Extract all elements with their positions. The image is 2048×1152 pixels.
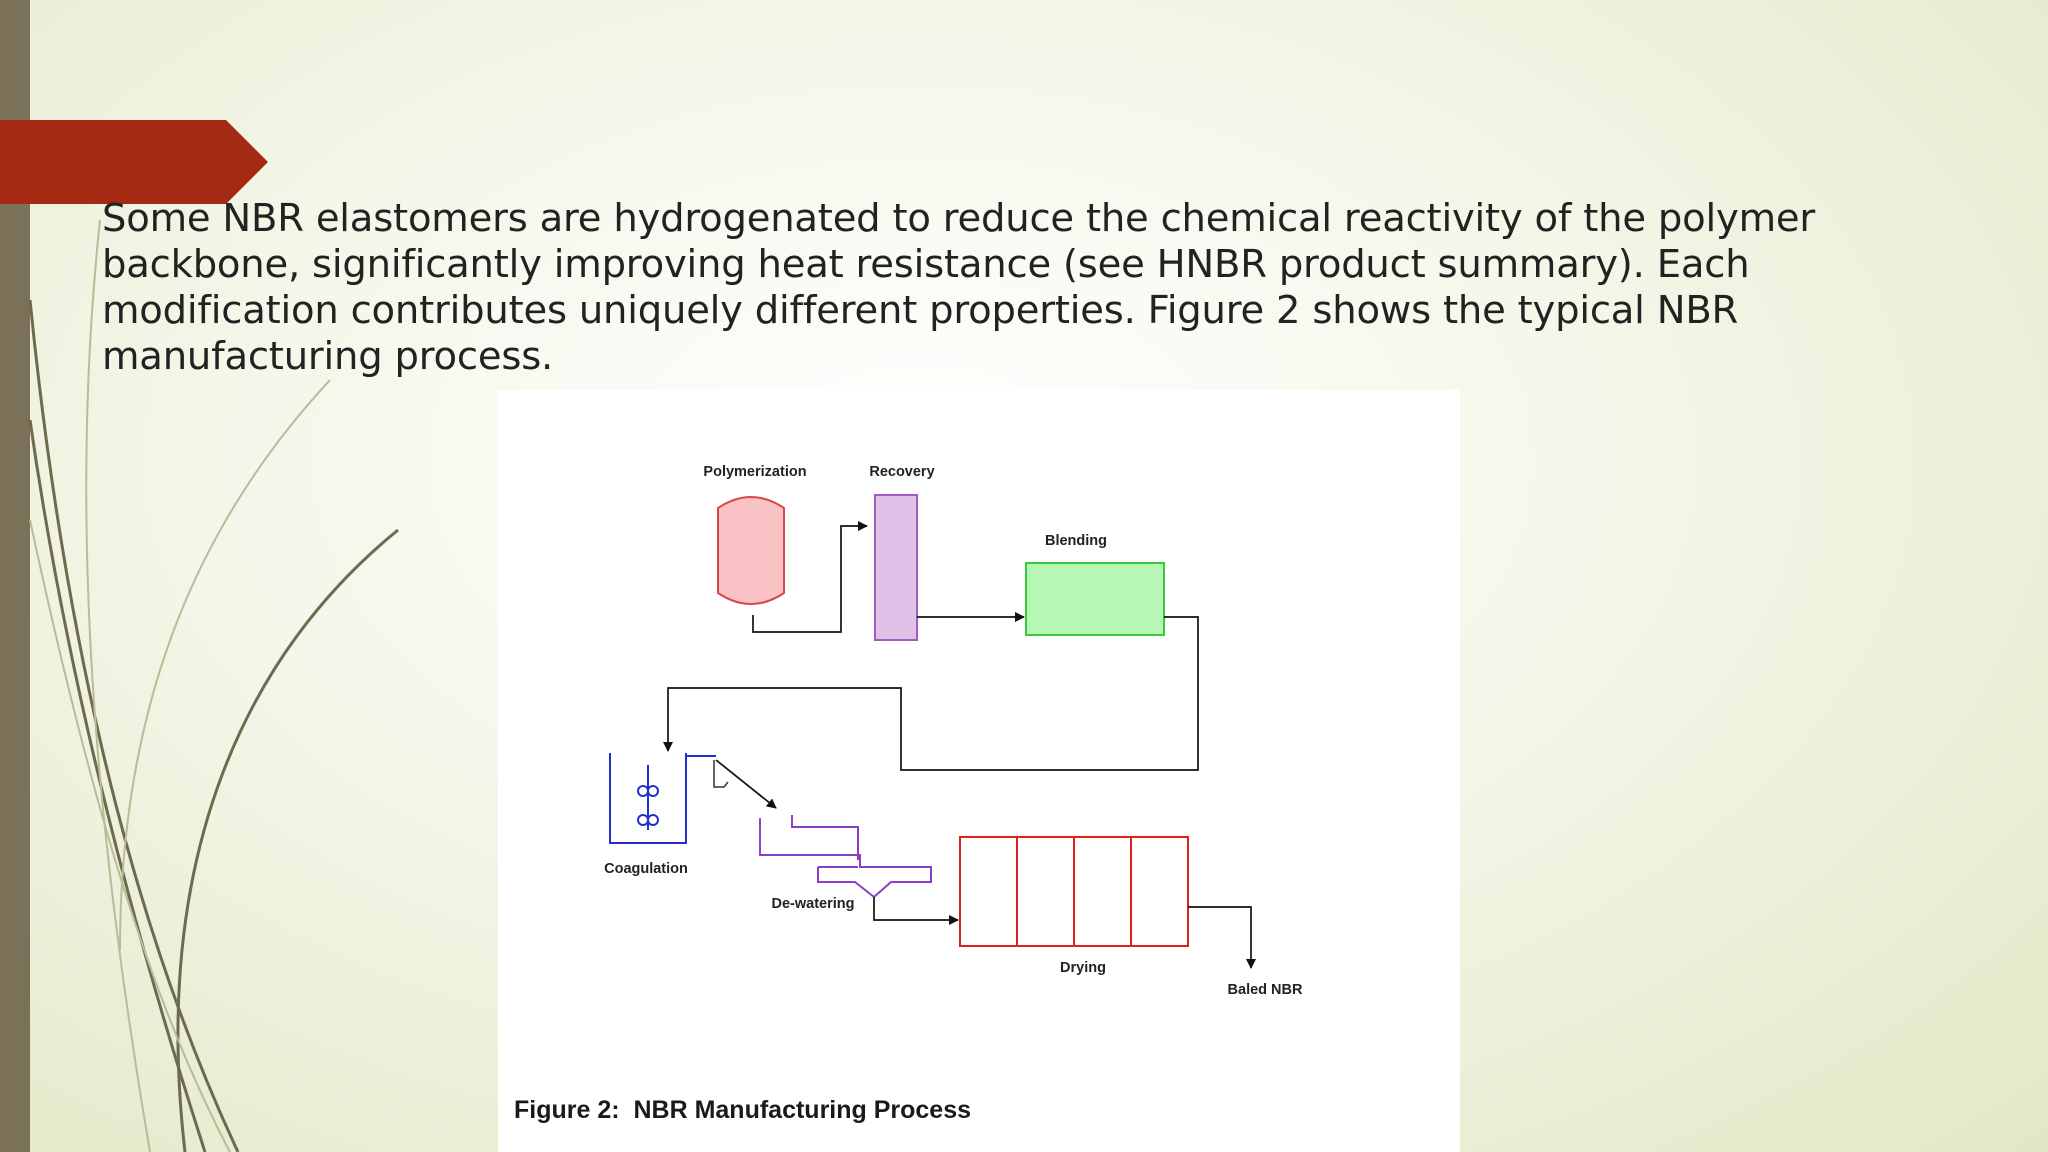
figure-caption: Figure 2: NBR Manufacturing Process — [514, 1096, 972, 1124]
flow-polymerization-to-recovery — [752, 521, 868, 633]
polymerization-reactor — [717, 496, 785, 605]
label-dewatering: De-watering — [772, 896, 855, 912]
label-baled-nbr: Baled NBR — [1228, 982, 1303, 998]
coagulation-tank — [609, 753, 716, 844]
label-drying: Drying — [1060, 960, 1106, 976]
body-text: Some NBR elastomers are hydrogenated to … — [102, 196, 1815, 379]
flow-blending-to-coagulation — [663, 616, 1199, 771]
dryer — [959, 836, 1189, 947]
title-accent-arrow — [0, 120, 268, 204]
flow-dryer-to-baled — [1188, 906, 1256, 969]
label-recovery: Recovery — [869, 464, 934, 480]
flow-dewatering-to-dryer — [873, 897, 959, 925]
recovery-column — [874, 494, 918, 641]
label-polymerization: Polymerization — [703, 464, 806, 480]
dewatering-screens — [759, 815, 932, 899]
process-figure: Polymerization Recovery Blending Coagula… — [498, 390, 1460, 1152]
overflow-chute — [713, 760, 729, 788]
blending-tank — [1025, 562, 1165, 636]
label-coagulation: Coagulation — [604, 861, 688, 877]
process-diagram: Polymerization Recovery Blending Coagula… — [604, 464, 1303, 998]
flow-coagulation-to-dewatering — [715, 759, 777, 809]
label-blending: Blending — [1045, 533, 1107, 549]
